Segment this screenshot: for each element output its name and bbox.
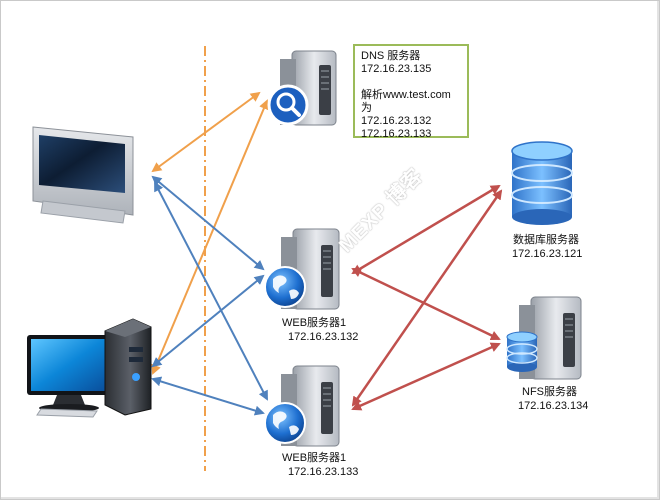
web2-name: WEB服务器1: [282, 452, 347, 464]
dns-ip: 172.16.23.135: [361, 63, 432, 75]
dns-server-icon: [267, 50, 337, 126]
web2-ip: 172.16.23.133: [288, 466, 359, 478]
arrow-desktop-web2: [151, 376, 265, 416]
web-server-1-icon: [264, 228, 340, 310]
dns-resolve-label: 解析www.test.com为: [361, 89, 451, 114]
arrow-desktop-web1: [151, 274, 265, 368]
nfs-ip: 172.16.23.134: [518, 400, 589, 412]
dns-resolve-ip-1: 172.16.23.132: [361, 115, 432, 127]
db-ip: 172.16.23.121: [512, 248, 583, 260]
web-server-2-icon: [264, 365, 340, 447]
web1-name: WEB服务器1: [282, 317, 347, 329]
db-name: 数据库服务器: [513, 234, 579, 246]
nfs-name: NFS服务器: [522, 386, 577, 398]
web1-ip: 172.16.23.132: [288, 331, 359, 343]
dns-info-box: DNS 服务器 172.16.23.135 解析www.test.com为 17…: [353, 44, 469, 140]
arrow-web2-nfs: [351, 342, 501, 411]
database-icon: [511, 141, 573, 225]
dns-resolve-ip-2: 172.16.23.133: [361, 128, 432, 140]
dns-title: DNS 服务器: [361, 50, 421, 62]
monitor-icon: [32, 126, 134, 224]
nfs-server-icon: [506, 296, 582, 380]
desktop-computer-icon: [27, 318, 152, 418]
